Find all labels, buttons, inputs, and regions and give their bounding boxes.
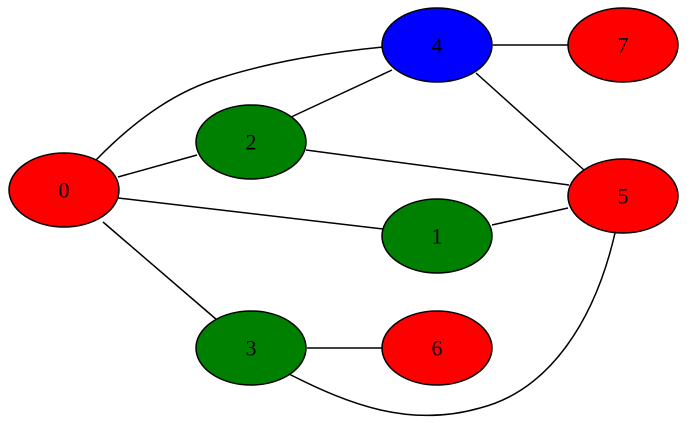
node-1: 1 [381, 198, 493, 274]
edge-1-5 [491, 207, 569, 226]
edge-2-4 [288, 69, 393, 119]
node-7: 7 [567, 7, 679, 83]
node-2: 2 [195, 104, 307, 180]
node-4-ellipse [381, 7, 493, 83]
node-2-ellipse [195, 104, 307, 180]
node-0-ellipse [8, 152, 120, 228]
node-7-label: 7 [618, 33, 629, 58]
node-5-label: 5 [618, 184, 629, 209]
node-2-label: 2 [246, 130, 257, 155]
edge-3-5 [288, 232, 616, 417]
edges-layer [95, 44, 616, 417]
node-4-label: 4 [432, 33, 443, 58]
node-0-label: 0 [59, 178, 70, 203]
node-4: 4 [381, 7, 493, 83]
edge-0-1 [117, 197, 384, 230]
edge-0-3 [102, 221, 218, 321]
node-6: 6 [381, 310, 493, 386]
edge-2-5 [305, 149, 570, 186]
node-5-ellipse [567, 158, 679, 234]
edge-0-2 [117, 154, 198, 178]
nodes-layer: 0 1 2 3 4 5 6 7 [8, 7, 679, 386]
edge-0-4 [95, 46, 384, 161]
node-1-label: 1 [432, 224, 443, 249]
node-6-label: 6 [432, 336, 443, 361]
edge-4-5 [475, 72, 585, 171]
node-3-label: 3 [246, 336, 257, 361]
node-0: 0 [8, 152, 120, 228]
node-5: 5 [567, 158, 679, 234]
node-3-ellipse [195, 310, 307, 386]
node-1-ellipse [381, 198, 493, 274]
node-3: 3 [195, 310, 307, 386]
node-6-ellipse [381, 310, 493, 386]
node-7-ellipse [567, 7, 679, 83]
